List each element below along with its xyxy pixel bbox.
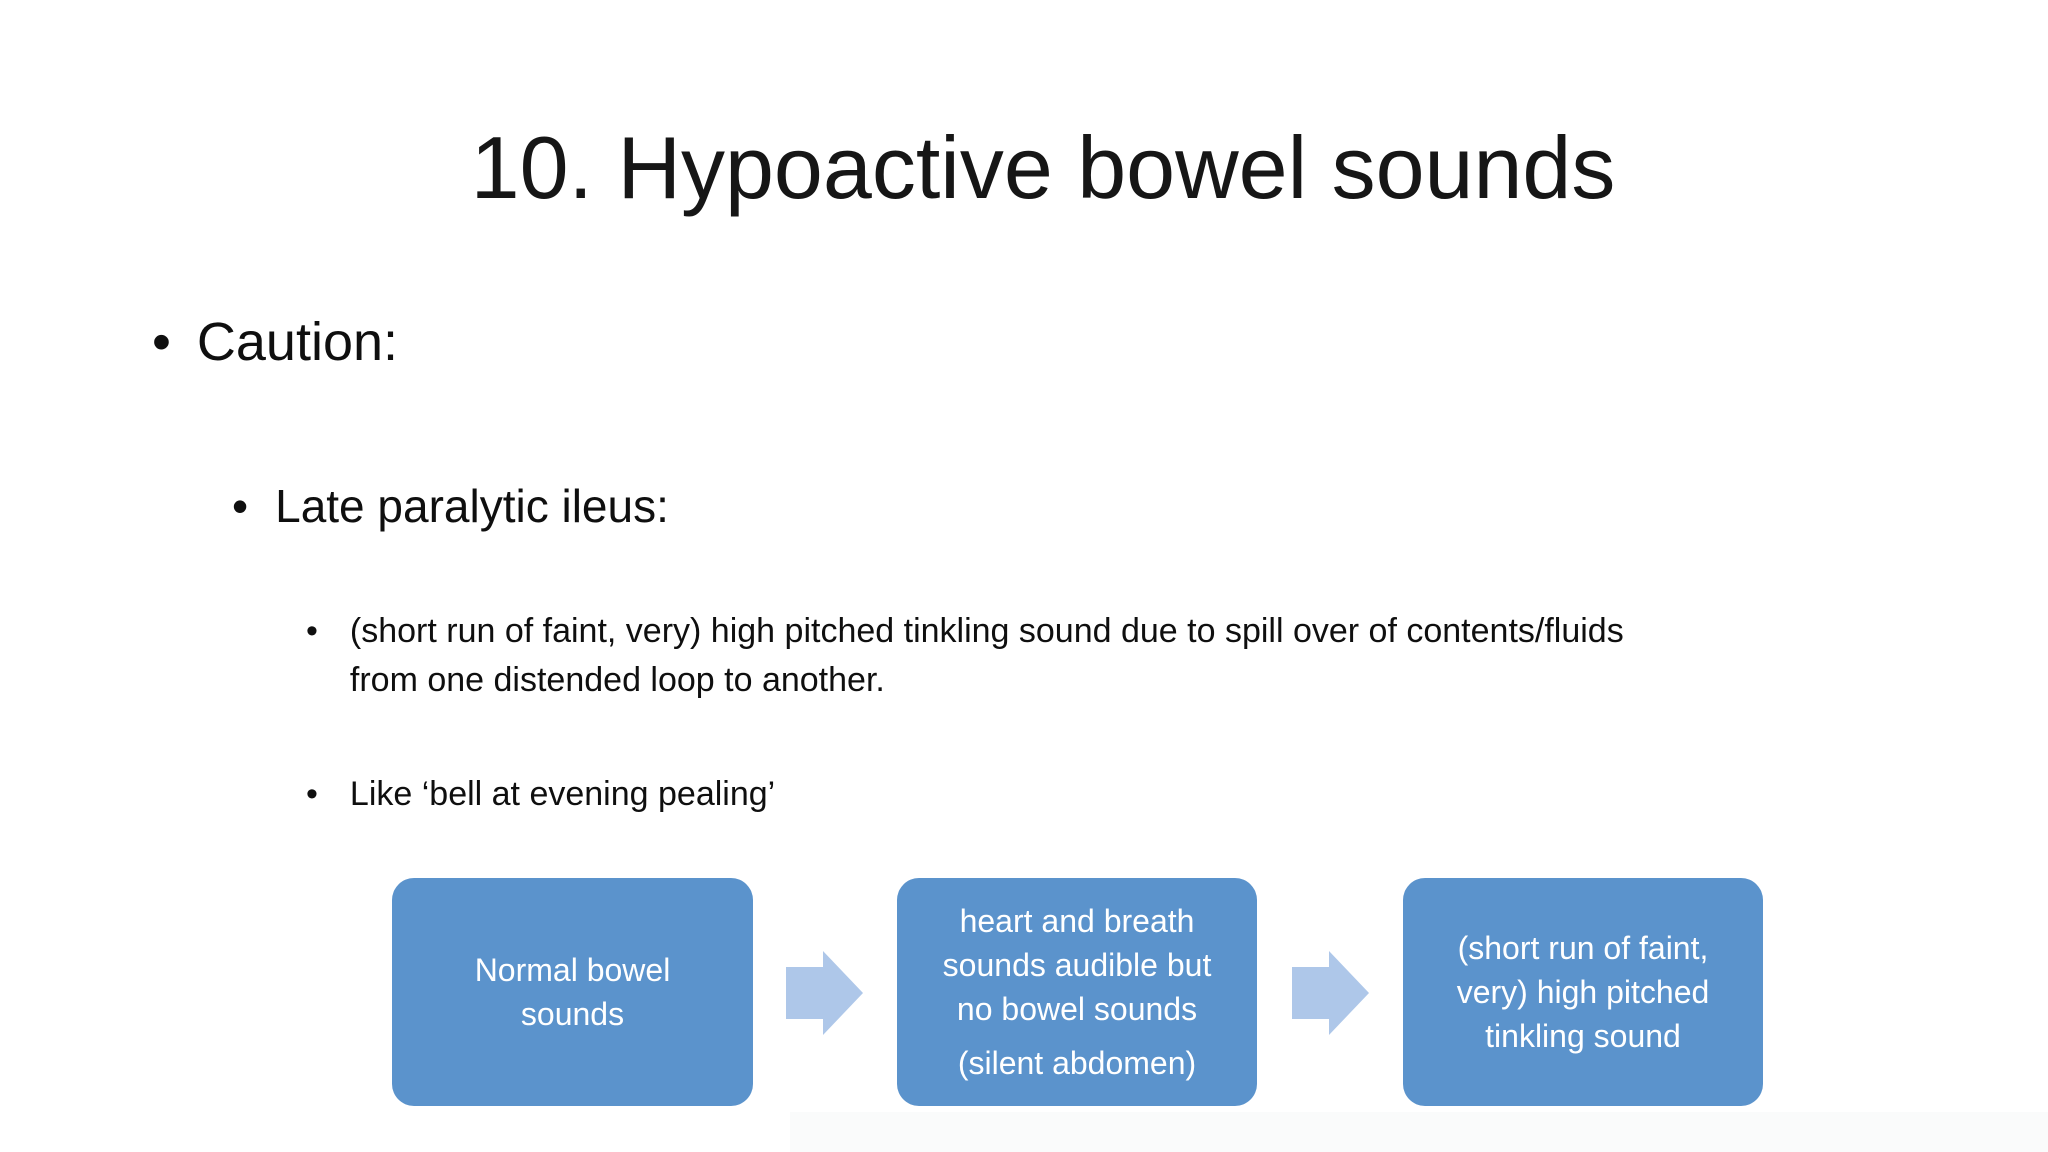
bullet-text-line-1: (short run of faint, very) high pitched …: [349, 612, 1624, 650]
bullet-item-late-paralytic-ileus: • Late paralytic ileus:: [232, 483, 669, 529]
bullet-item-tinkling-sound: • (short run of faint, very) high pitche…: [306, 607, 1624, 705]
bottom-edge-shade: [790, 1112, 2048, 1152]
diagram-box-text: (short run of faint, very) high pitched …: [1457, 926, 1710, 1058]
diagram-box-note: (silent abdomen): [957, 1045, 1197, 1081]
box-text-line: Normal bowel: [474, 952, 671, 988]
right-arrow-icon: [1292, 951, 1369, 1035]
bullet-glyph: •: [306, 775, 318, 813]
bullet-glyph: •: [306, 612, 318, 650]
bullet-text-line-2: from one distended loop to another.: [349, 661, 885, 699]
bullet-text-bell-at-evening: Like ‘bell at evening pealing’: [349, 775, 776, 813]
diagram-box-silent-abdomen: heart and breath sounds audible but no b…: [897, 878, 1257, 1106]
diagram-box-normal-bowel-sounds: Normal bowel sounds: [392, 878, 753, 1106]
box-text-line: heart and breath: [959, 903, 1195, 939]
box-text-line: very) high pitched: [1456, 974, 1710, 1010]
box-text-line: sounds: [520, 996, 625, 1032]
box-text-line: tinkling sound: [1485, 1018, 1681, 1054]
slide-title: 10. Hypoactive bowel sounds: [470, 118, 1616, 217]
right-arrow-icon: [786, 951, 863, 1035]
diagram-box-tinkling-sound: (short run of faint, very) high pitched …: [1403, 878, 1763, 1106]
box-text-line: (short run of faint,: [1457, 930, 1709, 966]
bullet-item-caution: • Caution:: [152, 315, 398, 369]
bullet-item-bell-at-evening: • Like ‘bell at evening pealing’: [306, 770, 775, 819]
diagram-box-text: Normal bowel sounds: [475, 948, 671, 1036]
bullet-text-caution: Caution:: [196, 312, 399, 372]
bullet-glyph: •: [232, 480, 249, 532]
bullet-text-late-paralytic-ileus: Late paralytic ileus:: [275, 480, 669, 532]
bullet-text-tinkling-sound: (short run of faint, very) high pitched …: [350, 607, 1624, 705]
bullet-glyph: •: [152, 312, 171, 372]
box-text-line: sounds audible but: [942, 947, 1212, 983]
box-text-line: no bowel sounds: [956, 991, 1198, 1027]
diagram-box-text: heart and breath sounds audible but no b…: [943, 899, 1212, 1031]
